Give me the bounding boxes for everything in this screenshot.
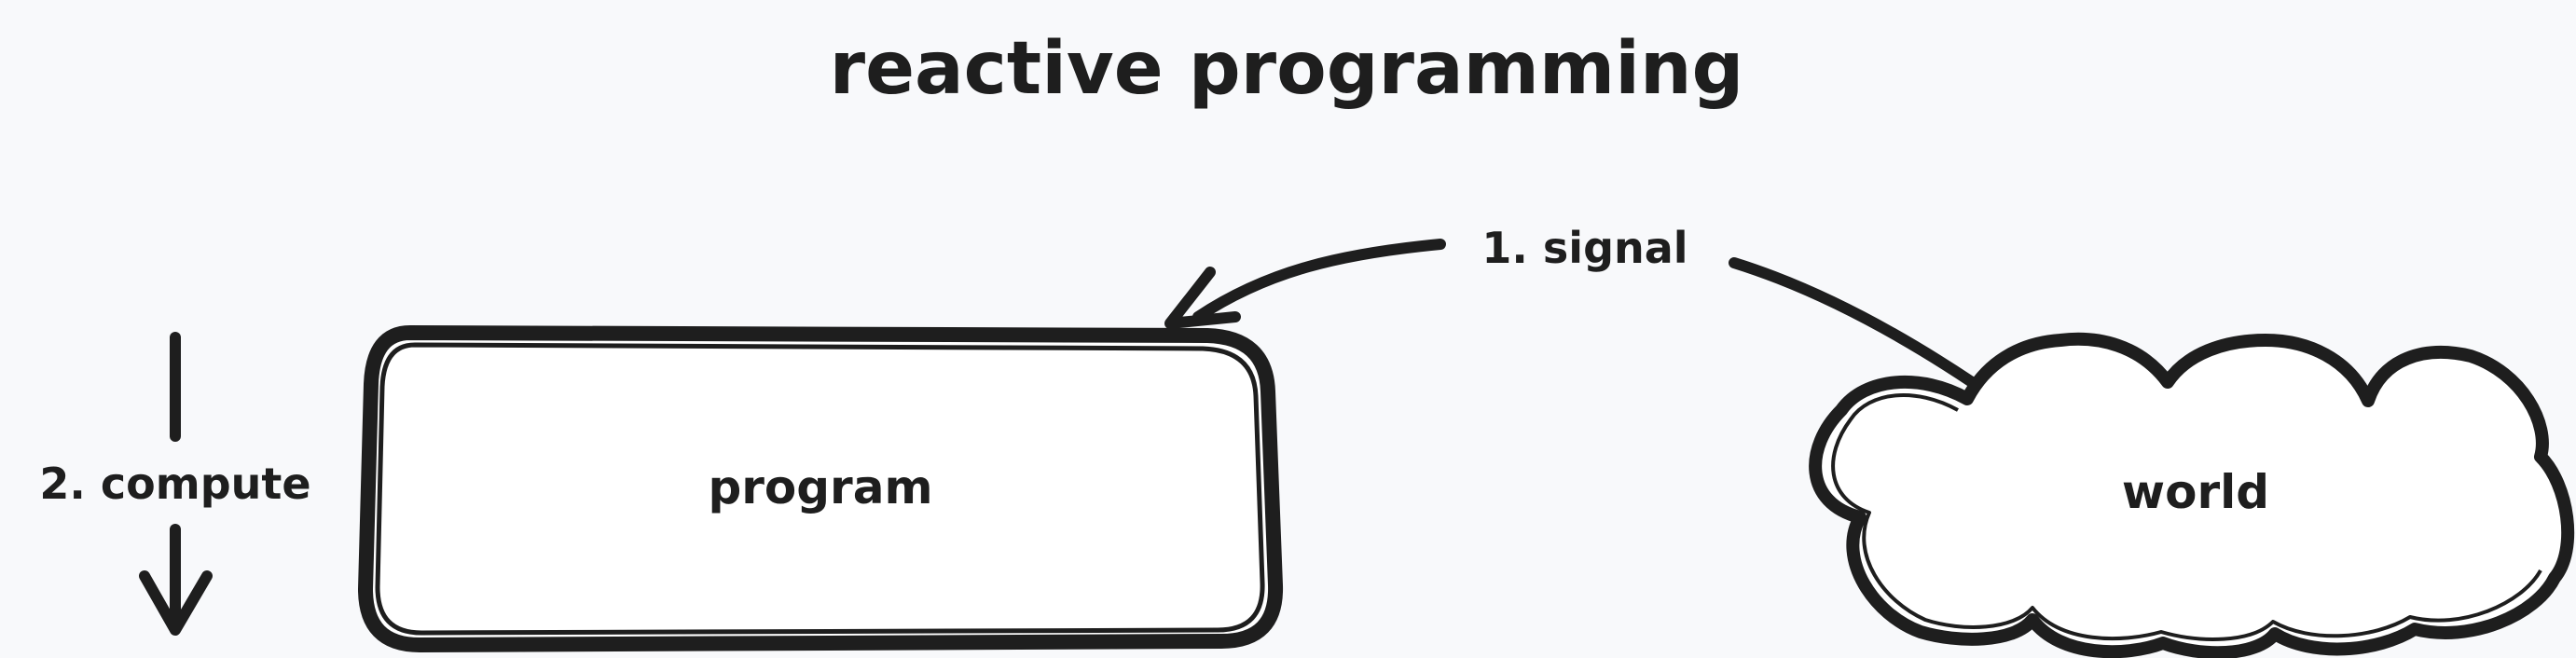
world-cloud-inner-stroke [1831,393,2542,641]
diagram-title: reactive programming [830,27,1744,111]
world-label: world [2122,465,2269,519]
signal-arrow-line-left [1192,239,1446,322]
signal-arrow-line-right [1729,257,1977,388]
program-node[interactable]: program [358,325,1284,652]
world-cloud-shape [1809,332,2575,658]
program-box-inner-stroke [375,342,1265,636]
program-label: program [708,460,932,514]
compute-label: 2. compute [39,459,310,509]
signal-label: 1. signal [1481,223,1687,273]
world-node[interactable]: world [1809,332,2575,658]
signal-arrowhead [1164,267,1241,329]
compute-arrowhead [139,570,213,636]
compute-edge: 2. compute [39,332,311,636]
signal-edge: 1. signal [1164,223,1977,388]
program-box-outline [358,325,1284,652]
